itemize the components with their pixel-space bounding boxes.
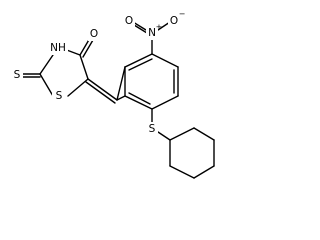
atom-s-thioether: S (149, 123, 156, 135)
atom-o-nitro-left: O (125, 15, 133, 27)
exocyclic-double-bond (85, 78, 118, 104)
atom-o-nitro-right: O (170, 15, 178, 27)
thioether-linkage (151, 108, 171, 141)
nitro-minus-charge: − (179, 10, 186, 19)
atom-o-carbonyl: O (90, 28, 98, 40)
atom-nh: NH (50, 42, 66, 54)
atom-n-nitro: N (148, 27, 156, 39)
atom-s-thione: S (14, 69, 21, 81)
atom-s-ring: S (56, 90, 63, 102)
nitro-plus-charge: + (156, 23, 163, 32)
benzene-ring (116, 53, 179, 110)
molecule-structure: S S NH O N + O O − S (11, 9, 215, 179)
cyclohexyl-ring (169, 127, 215, 179)
atom-labels: S S NH O N + O O − S (11, 10, 186, 136)
